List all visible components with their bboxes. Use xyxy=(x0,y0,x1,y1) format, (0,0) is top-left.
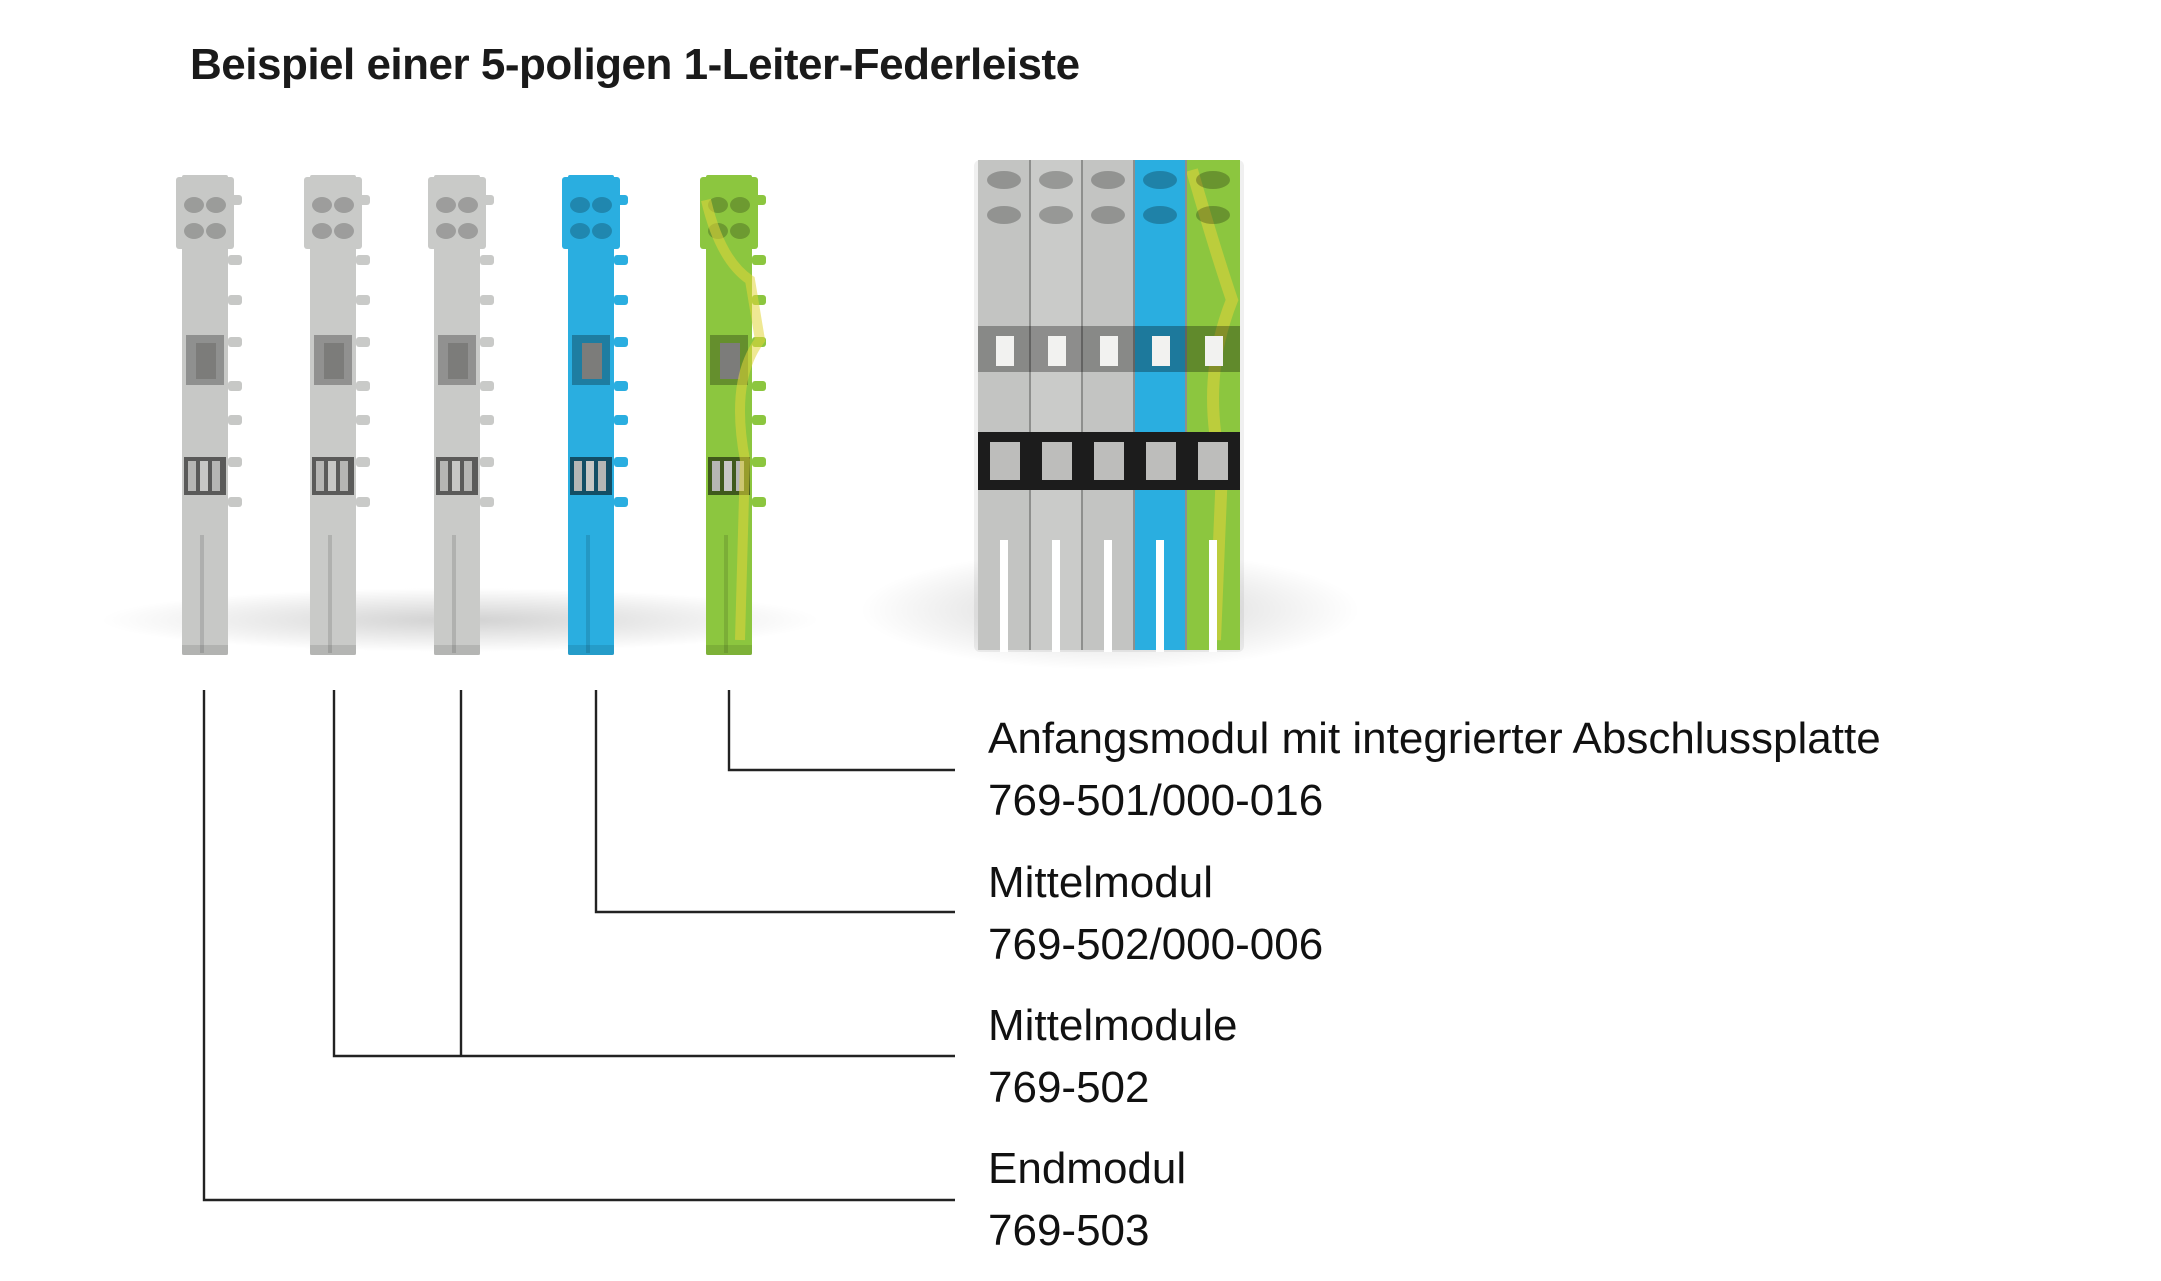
callout-start-module: Anfangsmodul mit integrierter Abschlussp… xyxy=(988,708,1881,832)
callout-end-module: Endmodul 769-503 xyxy=(988,1138,1186,1262)
callout-blue-middle-module-name: Mittelmodul xyxy=(988,858,1213,907)
callout-end-module-name: Endmodul xyxy=(988,1144,1187,1193)
diagram-title: Beispiel einer 5-poligen 1-Leiter-Federl… xyxy=(190,40,1080,89)
callout-middle-modules-name: Mittelmodule xyxy=(988,1001,1238,1050)
leader-line-blue-middle-module xyxy=(594,690,955,914)
end-module-image xyxy=(176,175,242,655)
callout-end-module-part: 769-503 xyxy=(988,1206,1150,1255)
callout-middle-modules-part: 769-502 xyxy=(988,1063,1150,1112)
callout-blue-middle-module-part: 769-502/000-006 xyxy=(988,920,1324,969)
leader-line-middle-module-1 xyxy=(332,690,955,1058)
callout-middle-modules: Mittelmodule 769-502 xyxy=(988,995,1237,1119)
leader-line-end-module xyxy=(202,690,955,1202)
callout-start-module-name: Anfangsmodul mit integrierter Abschlussp… xyxy=(988,714,1881,763)
callout-start-module-part: 769-501/000-016 xyxy=(988,776,1324,825)
blue-middle-module-image xyxy=(562,175,628,655)
assembled-strip-image xyxy=(974,160,1244,652)
leader-line-start-module xyxy=(727,690,955,772)
middle-module-image-2 xyxy=(428,175,494,655)
callout-blue-middle-module: Mittelmodul 769-502/000-006 xyxy=(988,852,1323,976)
middle-module-image-1 xyxy=(304,175,370,655)
start-module-image xyxy=(700,175,766,655)
